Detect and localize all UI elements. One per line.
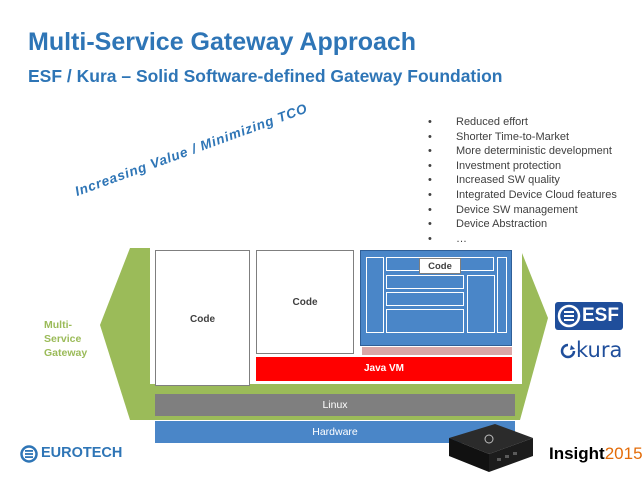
code-label: Code	[428, 261, 452, 272]
bullet-marker: •	[428, 159, 432, 172]
benefit-text: Investment protection	[456, 159, 562, 172]
benefit-text: Shorter Time-to-Market	[456, 130, 570, 143]
insight-2015-logo: Insight2015	[549, 444, 643, 464]
gateway-label-line: Multi-	[44, 319, 72, 331]
bullet-marker: •	[428, 218, 432, 231]
benefit-text: More deterministic development	[456, 145, 612, 158]
framework-module	[386, 292, 464, 306]
framework-module	[467, 275, 495, 333]
benefit-text: Device Abstraction	[456, 218, 548, 231]
linux-layer: Linux	[155, 394, 515, 416]
insight-year: 2015	[604, 444, 643, 463]
hardware-label: Hardware	[312, 426, 358, 438]
benefit-text: Increased SW quality	[456, 174, 560, 187]
linux-label: Linux	[322, 399, 348, 411]
bullet-marker: •	[428, 174, 432, 187]
code-label: Code	[190, 314, 215, 325]
esf-logo-text: ESF	[582, 305, 619, 326]
benefit-text: Device SW management	[456, 203, 578, 216]
benefit-item: • Investment protection	[428, 159, 617, 174]
framework-module	[366, 257, 384, 333]
hardware-layer: Hardware	[155, 421, 515, 443]
benefit-item: • Reduced effort	[428, 115, 617, 130]
framework-base-layer	[362, 347, 512, 355]
benefit-item: •…	[428, 232, 617, 247]
code-box-3: Code	[419, 258, 461, 274]
gateway-label-line: Service	[44, 333, 82, 345]
java-vm-layer: Java VM	[256, 357, 512, 381]
benefit-text: Integrated Device Cloud features	[456, 188, 617, 201]
bullet-marker: •	[428, 145, 432, 158]
eurotech-logo-icon	[20, 445, 38, 463]
benefit-item: • Integrated Device Cloud features	[428, 188, 617, 203]
code-box-2: Code	[256, 250, 354, 354]
benefit-text: Reduced effort	[456, 116, 528, 128]
slide-title: Multi-Service Gateway Approach	[28, 28, 417, 56]
framework-module	[386, 309, 464, 333]
code-box-1: Code	[155, 250, 250, 386]
benefit-item: • More deterministic development	[428, 144, 617, 159]
insight-word: Insight	[549, 444, 605, 463]
benefit-item: • Shorter Time-to-Market	[428, 130, 617, 145]
benefit-item: • Increased SW quality	[428, 173, 617, 188]
eurotech-logo: EUROTECH	[20, 444, 123, 466]
benefit-text: …	[456, 232, 467, 245]
benefits-list: •Reduced effort •Shorter Time-to-Market …	[428, 115, 617, 246]
framework-block: Code	[360, 250, 512, 346]
java-vm-label: Java VM	[363, 363, 405, 374]
double-arrow-right-head	[520, 248, 548, 420]
benefit-item: • Device SW management	[428, 203, 617, 218]
double-arrow-shape	[100, 248, 130, 420]
esf-logo-icon	[555, 302, 623, 330]
bullet-marker: •	[428, 188, 432, 201]
gateway-label-line: Gateway	[44, 347, 88, 359]
kura-logo: kura	[560, 338, 631, 364]
bullet-marker: •	[428, 116, 432, 128]
slide-subtitle: ESF / Kura – Solid Software-defined Gate…	[28, 66, 503, 86]
bullet-marker: •	[428, 203, 432, 216]
code-label: Code	[292, 297, 318, 308]
framework-module	[386, 275, 464, 289]
bullet-marker: •	[428, 130, 432, 143]
multi-service-gateway-label: Multi- Service Gateway	[44, 318, 87, 360]
gateway-device-image	[449, 424, 533, 472]
kura-logo-text: kura	[576, 338, 623, 362]
benefit-item: • Device Abstraction	[428, 217, 617, 232]
eurotech-logo-text: EUROTECH	[41, 445, 123, 461]
bullet-marker: •	[428, 232, 432, 245]
kura-logo-icon	[560, 343, 576, 359]
framework-module	[497, 257, 507, 333]
esf-logo: ESF	[555, 302, 623, 330]
